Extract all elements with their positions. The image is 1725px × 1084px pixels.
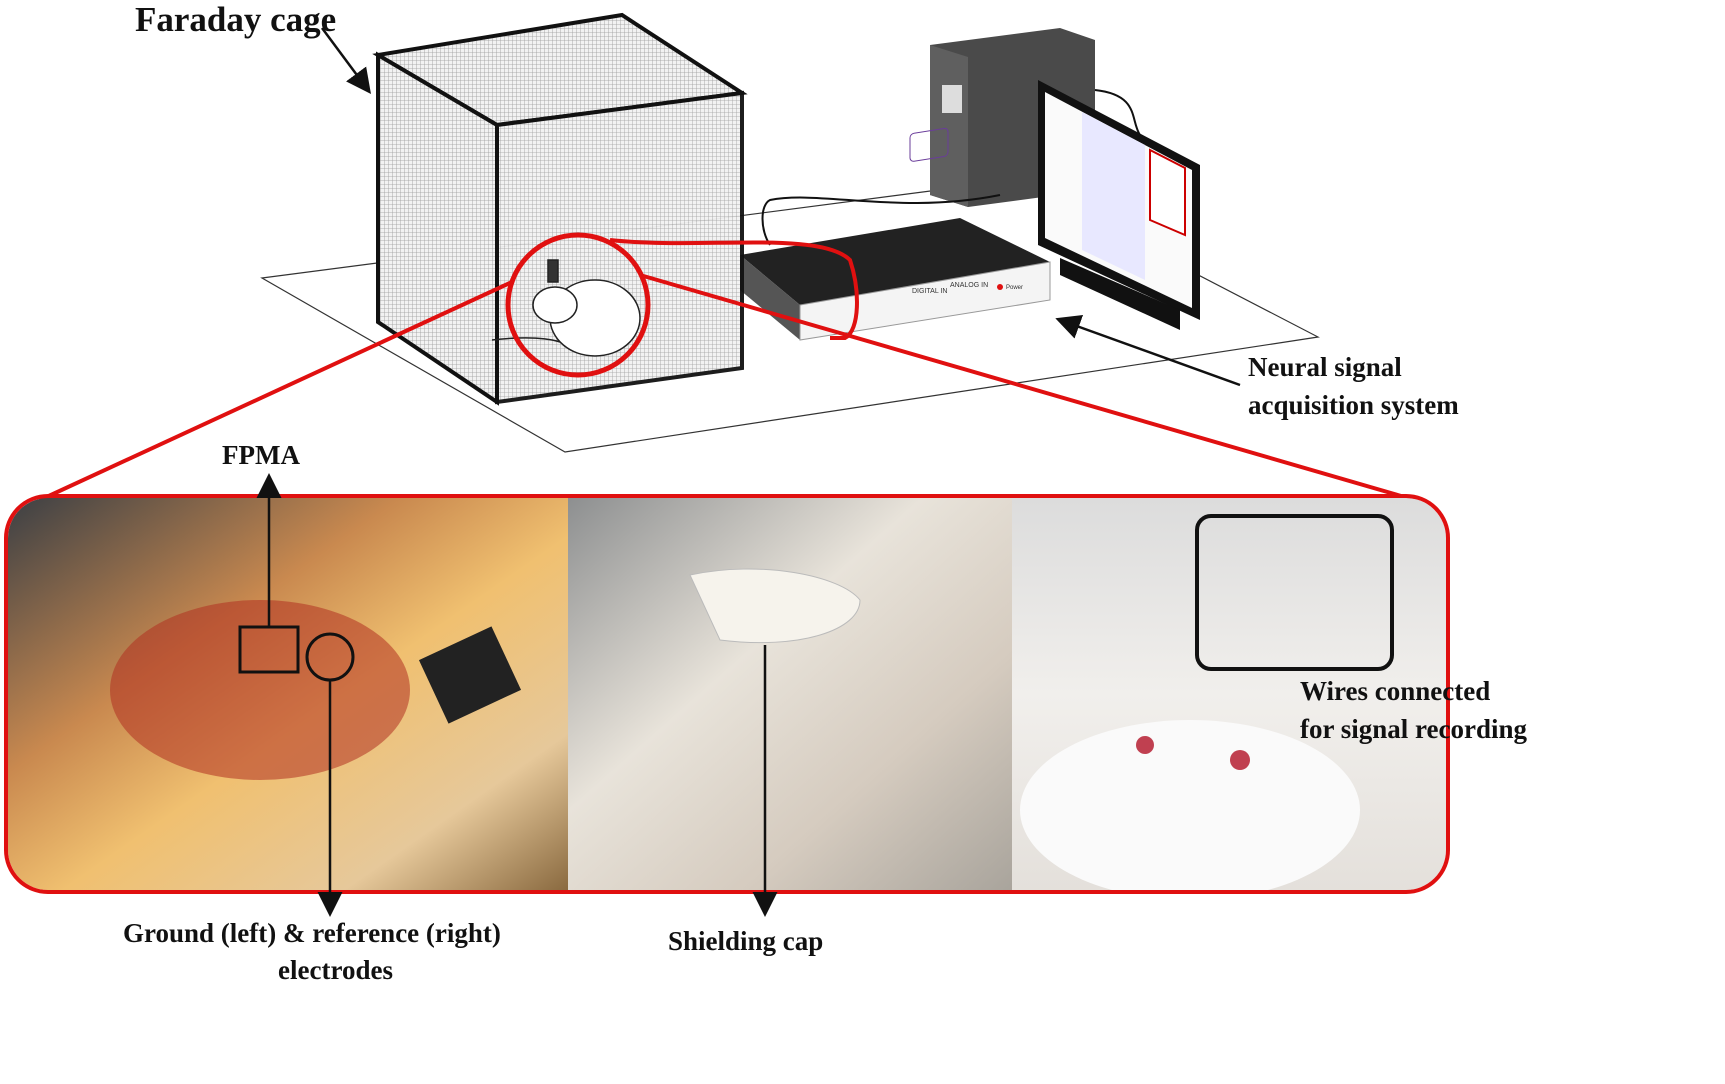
- power-label: Power: [1006, 285, 1023, 291]
- faraday-cage: [372, 12, 748, 406]
- photo-panel-border: [4, 494, 1450, 894]
- digital-in-label: DIGITAL IN: [912, 288, 947, 295]
- monitor: [1038, 80, 1200, 330]
- photo-shielding-cap: [568, 498, 1012, 890]
- wires-label-line2: for signal recording: [1300, 714, 1527, 744]
- rat-sketch: [491, 259, 641, 357]
- faraday-cage-label: Faraday cage: [135, 0, 337, 39]
- wires-label-line1: Wires connected: [1300, 676, 1491, 706]
- shielding-cap-label: Shielding cap: [668, 926, 824, 956]
- acquisition-label-line1: Neural signal: [1248, 352, 1402, 382]
- acquisition-device: DIGITAL IN ANALOG IN Power: [740, 127, 1051, 341]
- ground-reference-label-line1: Ground (left) & reference (right): [123, 918, 501, 948]
- wires-box: [1195, 514, 1394, 671]
- fpma-label: FPMA: [222, 440, 300, 470]
- zoom-highlight-circle: [505, 232, 651, 378]
- analog-in-label: ANALOG IN: [950, 282, 988, 289]
- ground-reference-label-line2: electrodes: [278, 955, 393, 985]
- acquisition-label-line2: acquisition system: [1248, 390, 1459, 420]
